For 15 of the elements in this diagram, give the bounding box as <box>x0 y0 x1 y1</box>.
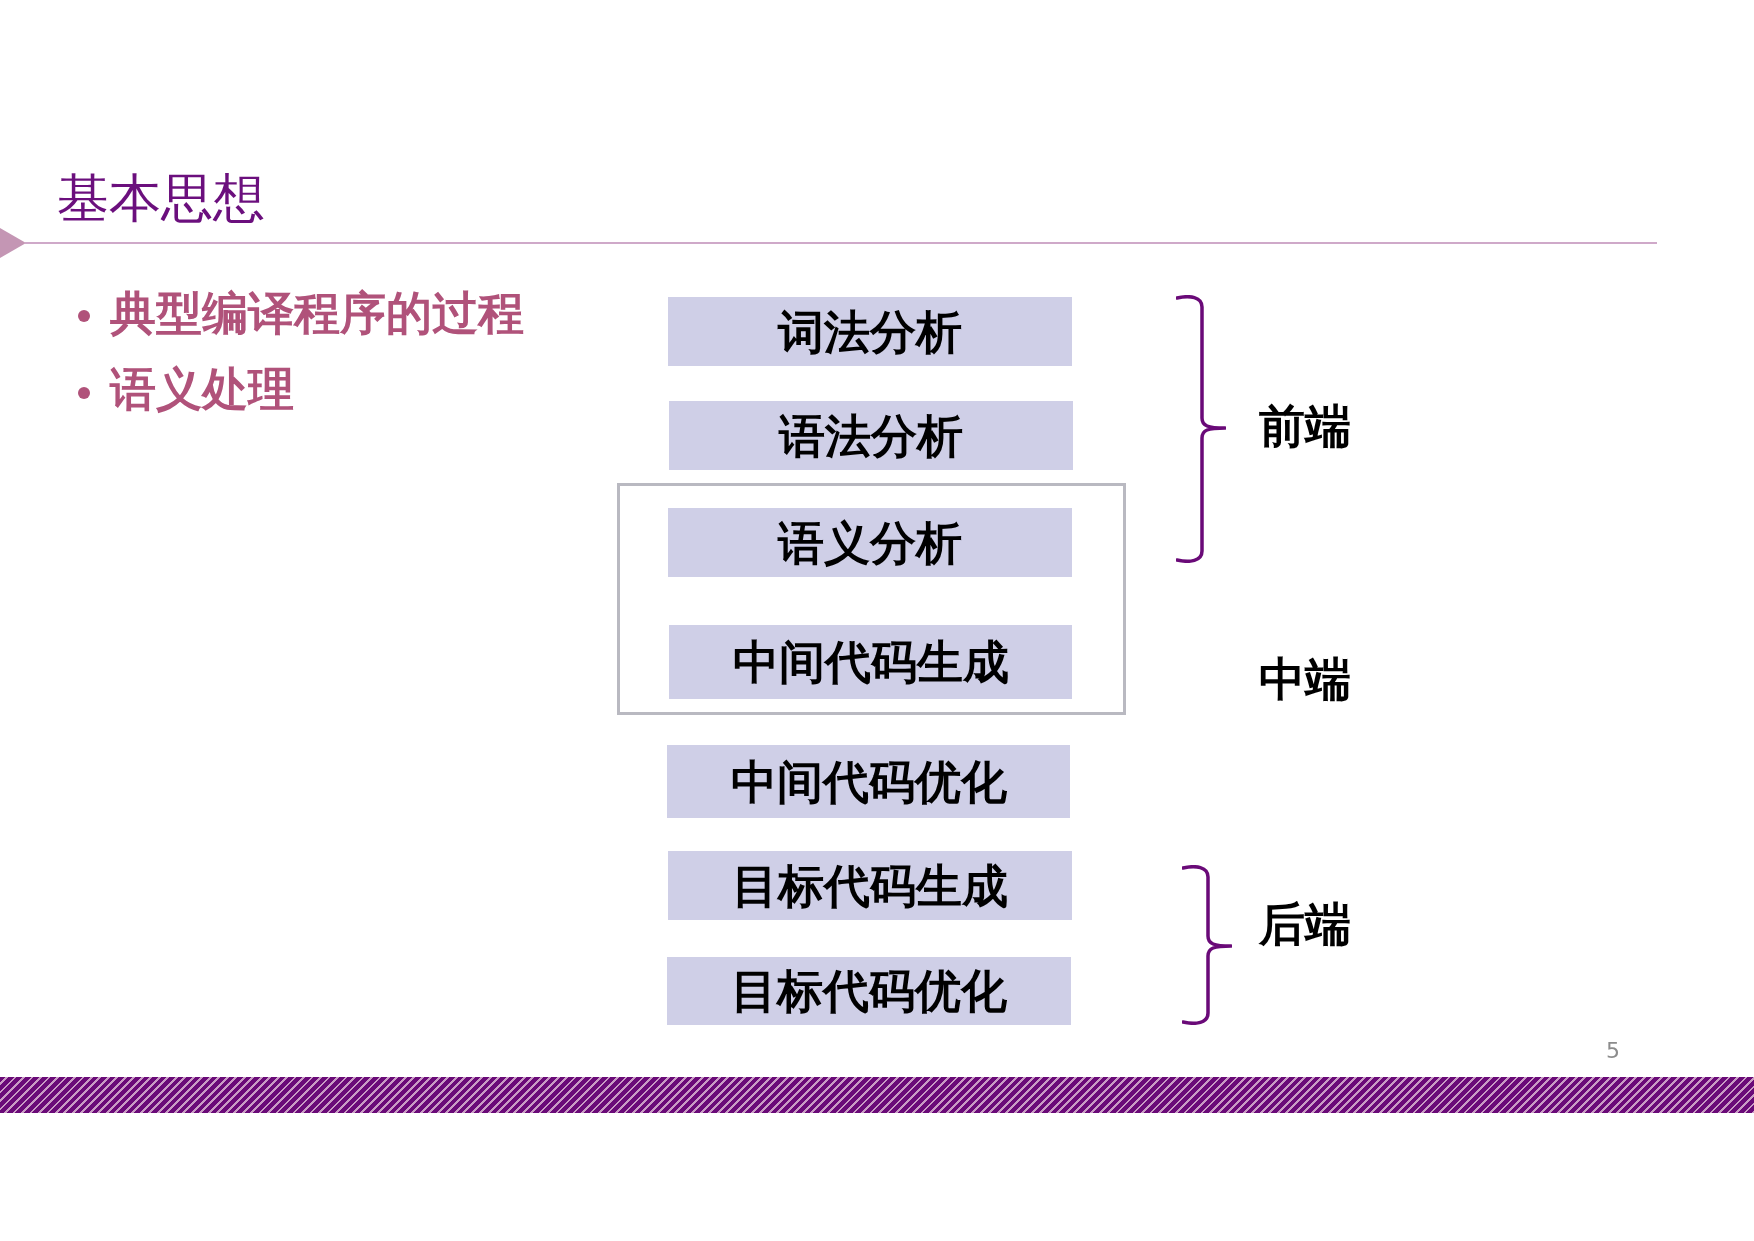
process-box: 中间代码优化 <box>667 745 1070 818</box>
process-box: 中间代码生成 <box>669 625 1072 699</box>
process-box: 语义分析 <box>668 508 1072 577</box>
process-box: 词法分析 <box>668 297 1072 366</box>
bracket-label: 前端 <box>1259 403 1351 449</box>
process-box: 语法分析 <box>669 401 1073 470</box>
bracket-label: 中端 <box>1259 656 1351 702</box>
slide-title: 基本思想 <box>57 172 265 224</box>
group-frame <box>617 483 1126 715</box>
page-number: 5 <box>1606 1040 1620 1062</box>
bracket-label: 后端 <box>1259 901 1351 947</box>
list-item-text: 语义处理 <box>110 366 294 412</box>
process-box: 目标代码优化 <box>667 957 1071 1025</box>
list-item-text: 典型编译程序的过程 <box>110 290 524 336</box>
process-box: 目标代码生成 <box>668 851 1072 920</box>
